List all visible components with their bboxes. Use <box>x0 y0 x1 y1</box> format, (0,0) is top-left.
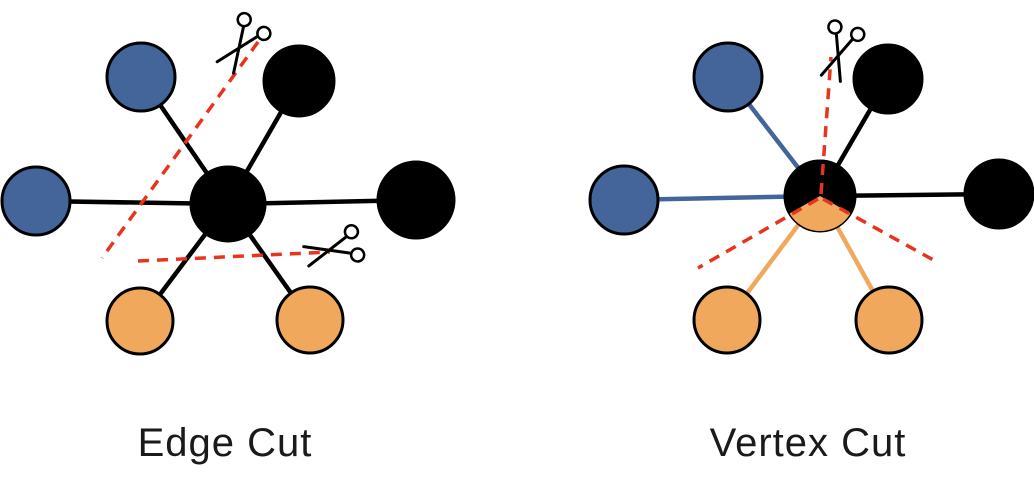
vertex-cut-label: Vertex Cut <box>710 421 907 465</box>
graph-node-black-top-right <box>262 44 336 118</box>
graph-node-black-top-right <box>852 43 924 115</box>
center-node-orange-wedge <box>789 196 851 231</box>
graph-node-black-right <box>376 160 456 240</box>
graph-node-blue-left <box>588 164 660 236</box>
cut-line <box>137 250 331 263</box>
graph-node-center <box>189 165 267 243</box>
graph-node-black-right <box>963 158 1034 230</box>
edge-cut-label: Edge Cut <box>138 421 313 465</box>
graph-node-blue-top-left <box>105 41 177 113</box>
cut-line <box>819 56 833 195</box>
graph-node-orange-bottom-left <box>105 286 175 356</box>
scissors-icon <box>208 9 275 80</box>
graph-node-blue-top-left <box>692 41 764 113</box>
graph-node-orange-bottom-right <box>854 285 924 355</box>
edge-cut-diagram: Edge Cut <box>0 9 456 465</box>
graph-node-blue-left <box>0 165 72 237</box>
graph-node-orange-bottom-right <box>275 285 345 355</box>
vertex-cut-diagram: Vertex Cut <box>588 17 1034 465</box>
graph-node-orange-bottom-left <box>692 285 762 355</box>
cut-line <box>100 40 260 260</box>
cut-line <box>822 197 938 264</box>
scissors-icon <box>299 222 368 276</box>
cut-line <box>697 197 819 270</box>
